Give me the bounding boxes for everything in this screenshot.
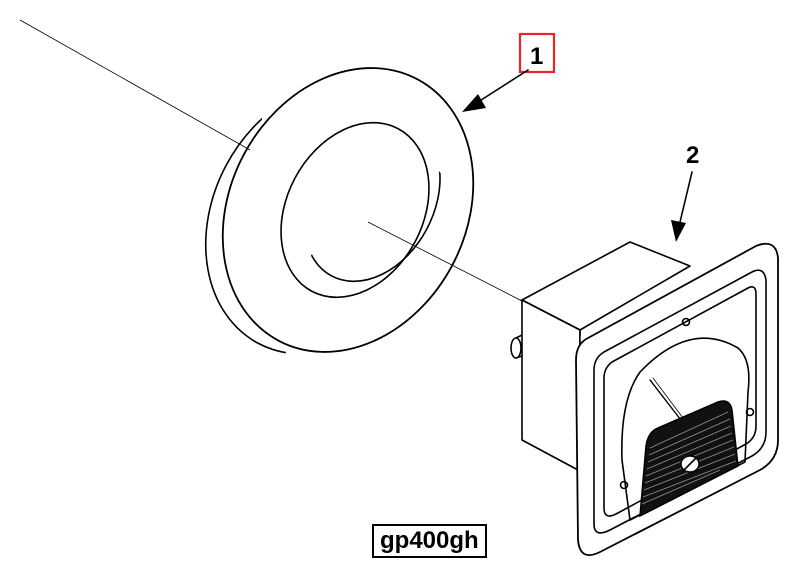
callout-2-label: 2 — [686, 142, 699, 169]
zero-adjust-cover — [639, 400, 739, 518]
callout-2: 2 — [671, 142, 699, 242]
screw-hole-top — [681, 317, 691, 327]
ring-gasket-part-1 — [204, 67, 475, 355]
figure-id-label: gp400gh — [372, 524, 487, 558]
dial-window — [621, 337, 750, 521]
terminal-stub — [510, 334, 523, 359]
panel-meter-part-2 — [510, 241, 779, 556]
callout-1-highlight-box — [518, 32, 556, 74]
callout-1-arrowhead — [462, 94, 486, 112]
callout-1: 1 — [462, 32, 556, 112]
center-axis-line — [19, 19, 561, 323]
meter-needle — [649, 379, 685, 425]
screw-hole-left — [619, 480, 629, 490]
callout-2-arrowhead — [671, 220, 686, 242]
callout-1-label: 1 — [530, 43, 543, 70]
